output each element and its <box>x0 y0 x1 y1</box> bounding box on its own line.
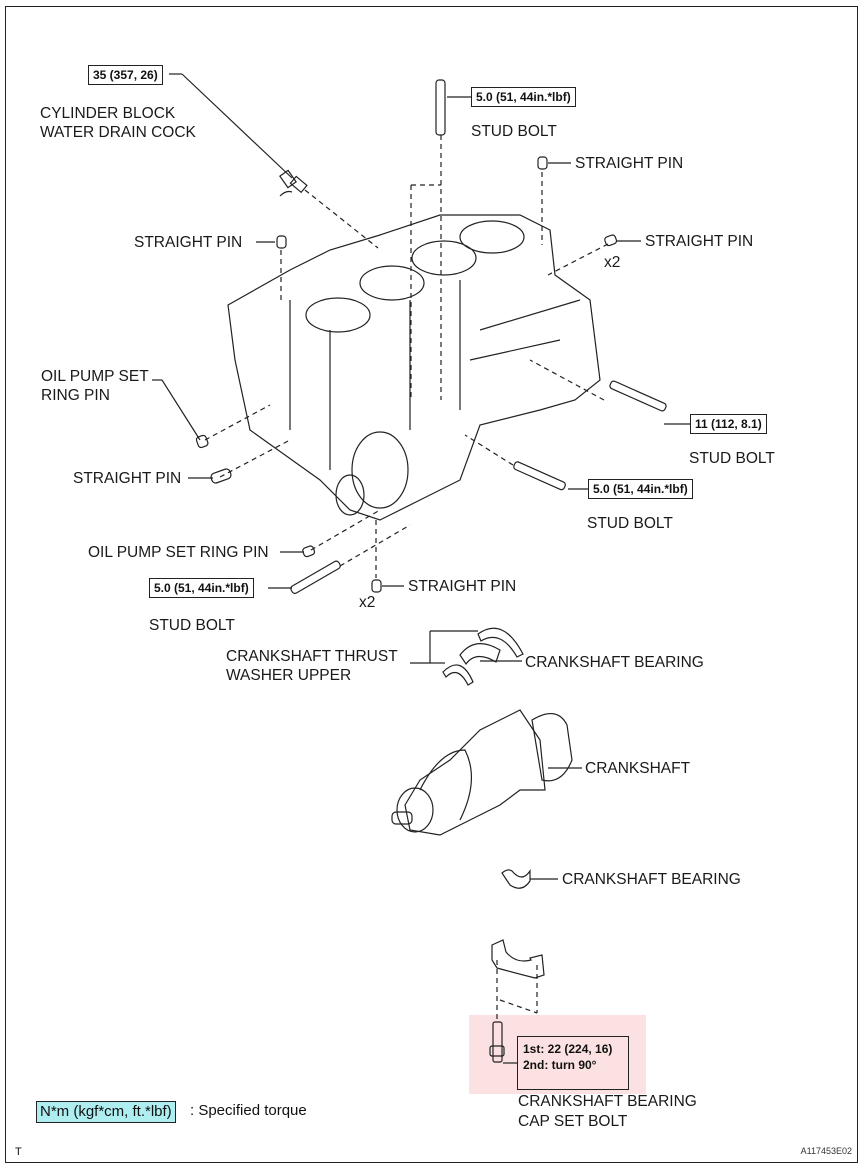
water-drain-cock-part <box>279 169 308 197</box>
label-stud-left: STUD BOLT <box>149 617 235 634</box>
label-pin-bottom: STRAIGHT PIN <box>408 578 517 595</box>
label-x2-bottom: x2 <box>359 594 376 611</box>
corner-mark: T <box>15 1146 22 1158</box>
torque-drain-cock: 35 (357, 26) <box>88 65 163 85</box>
bearing-cap-part <box>491 939 545 979</box>
label-oil-pump-pin-1: OIL PUMP SET <box>41 368 149 385</box>
torque-cap-bolt-2nd: 2nd: turn 90° <box>523 1058 597 1072</box>
thrust-washer-bearing-parts <box>442 627 524 686</box>
torque-cap-bolt: 1st: 22 (224, 16) 2nd: turn 90° <box>517 1036 629 1090</box>
label-pin-right-x2: STRAIGHT PIN <box>645 233 754 250</box>
label-thrust-washer: CRANKSHAFT THRUST <box>226 648 398 665</box>
label-pin-left-lower: STRAIGHT PIN <box>73 470 182 487</box>
label-bearing-lower: CRANKSHAFT BEARING <box>562 871 741 888</box>
straight-pin-parts <box>195 156 618 593</box>
label-cap-bolt: CRANKSHAFT BEARING <box>518 1093 697 1110</box>
leader-lines <box>152 73 690 1064</box>
legend-unit-box: N*m (kgf*cm, ft.*lbf) <box>36 1101 176 1123</box>
figure-frame <box>5 6 858 1163</box>
crankshaft-part <box>391 709 573 836</box>
stud-bolt-parts <box>290 79 667 1063</box>
label-pin-left-upper: STRAIGHT PIN <box>134 234 243 251</box>
label-stud-right-upper: STUD BOLT <box>689 450 775 467</box>
label-oil-pump-pin-2: OIL PUMP SET RING PIN <box>88 544 269 561</box>
legend-text: : Specified torque <box>190 1102 307 1119</box>
lower-bearing-part <box>501 869 531 889</box>
label-drain-cock: CYLINDER BLOCK <box>40 105 176 122</box>
label-x2-right: x2 <box>604 254 621 271</box>
torque-stud-right-upper: 11 (112, 8.1) <box>690 414 767 434</box>
torque-stud-top: 5.0 (51, 44in.*lbf) <box>471 87 576 107</box>
torque-stud-right-lower: 5.0 (51, 44in.*lbf) <box>588 479 693 499</box>
label-stud-right-lower: STUD BOLT <box>587 515 673 532</box>
label-crankshaft: CRANKSHAFT <box>585 760 691 777</box>
label-thrust-washer-2: WASHER UPPER <box>226 667 352 684</box>
label-bearing-upper: CRANKSHAFT BEARING <box>525 654 704 671</box>
torque-stud-left: 5.0 (51, 44in.*lbf) <box>149 578 254 598</box>
label-stud-top: STUD BOLT <box>471 123 557 140</box>
torque-cap-bolt-1st: 1st: 22 (224, 16) <box>523 1042 613 1056</box>
label-cap-bolt-2: CAP SET BOLT <box>518 1113 628 1130</box>
label-pin-top-right: STRAIGHT PIN <box>575 155 684 172</box>
cylinder-block-part <box>227 214 601 521</box>
figure-id: A117453E02 <box>800 1146 852 1156</box>
label-drain-cock-2: WATER DRAIN COCK <box>40 124 196 141</box>
label-oil-pump-pin-1b: RING PIN <box>41 387 110 404</box>
